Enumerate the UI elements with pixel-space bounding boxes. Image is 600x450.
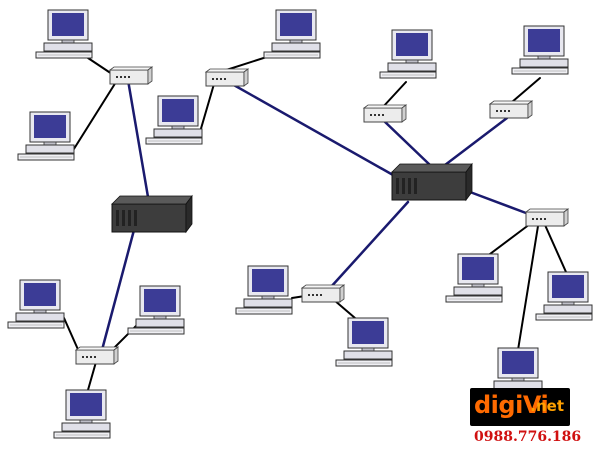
computer — [53, 389, 111, 439]
hub-bottom-left — [75, 346, 119, 365]
link-hubtm-switchright — [230, 82, 395, 177]
link-hubru1-switchright — [381, 118, 432, 167]
link-hubtl-switchleft — [126, 78, 150, 199]
computer — [127, 285, 185, 335]
brand-suffix: .net — [530, 397, 564, 415]
hub-top-left — [109, 66, 153, 85]
link-switchright-hubrl — [468, 190, 528, 215]
switch-left — [111, 195, 193, 233]
hub-top-middle — [205, 68, 249, 87]
hub-right-upper-1 — [363, 104, 407, 123]
computer — [7, 279, 65, 329]
computer — [263, 9, 321, 59]
computer — [235, 265, 293, 315]
computer — [445, 253, 503, 303]
computer — [379, 29, 437, 79]
switch-right — [391, 163, 473, 201]
cables — [63, 53, 567, 391]
brand-logo: digiVi .net — [470, 388, 570, 426]
hub-center-lower — [301, 284, 345, 303]
link-switchleft-hubbl — [100, 228, 136, 352]
computer — [535, 271, 593, 321]
link-hubru2-switchright — [443, 116, 509, 167]
computer — [35, 9, 93, 59]
hub-right-lower — [525, 208, 569, 227]
computer — [145, 95, 203, 145]
phone-number: 0988.776.186 — [474, 429, 582, 445]
link-switchright-hubcl — [328, 200, 410, 290]
computer — [511, 25, 569, 75]
computer — [335, 317, 393, 367]
brand-name: digiVi — [474, 391, 549, 419]
hub-right-upper-2 — [489, 100, 533, 119]
computer — [17, 111, 75, 161]
